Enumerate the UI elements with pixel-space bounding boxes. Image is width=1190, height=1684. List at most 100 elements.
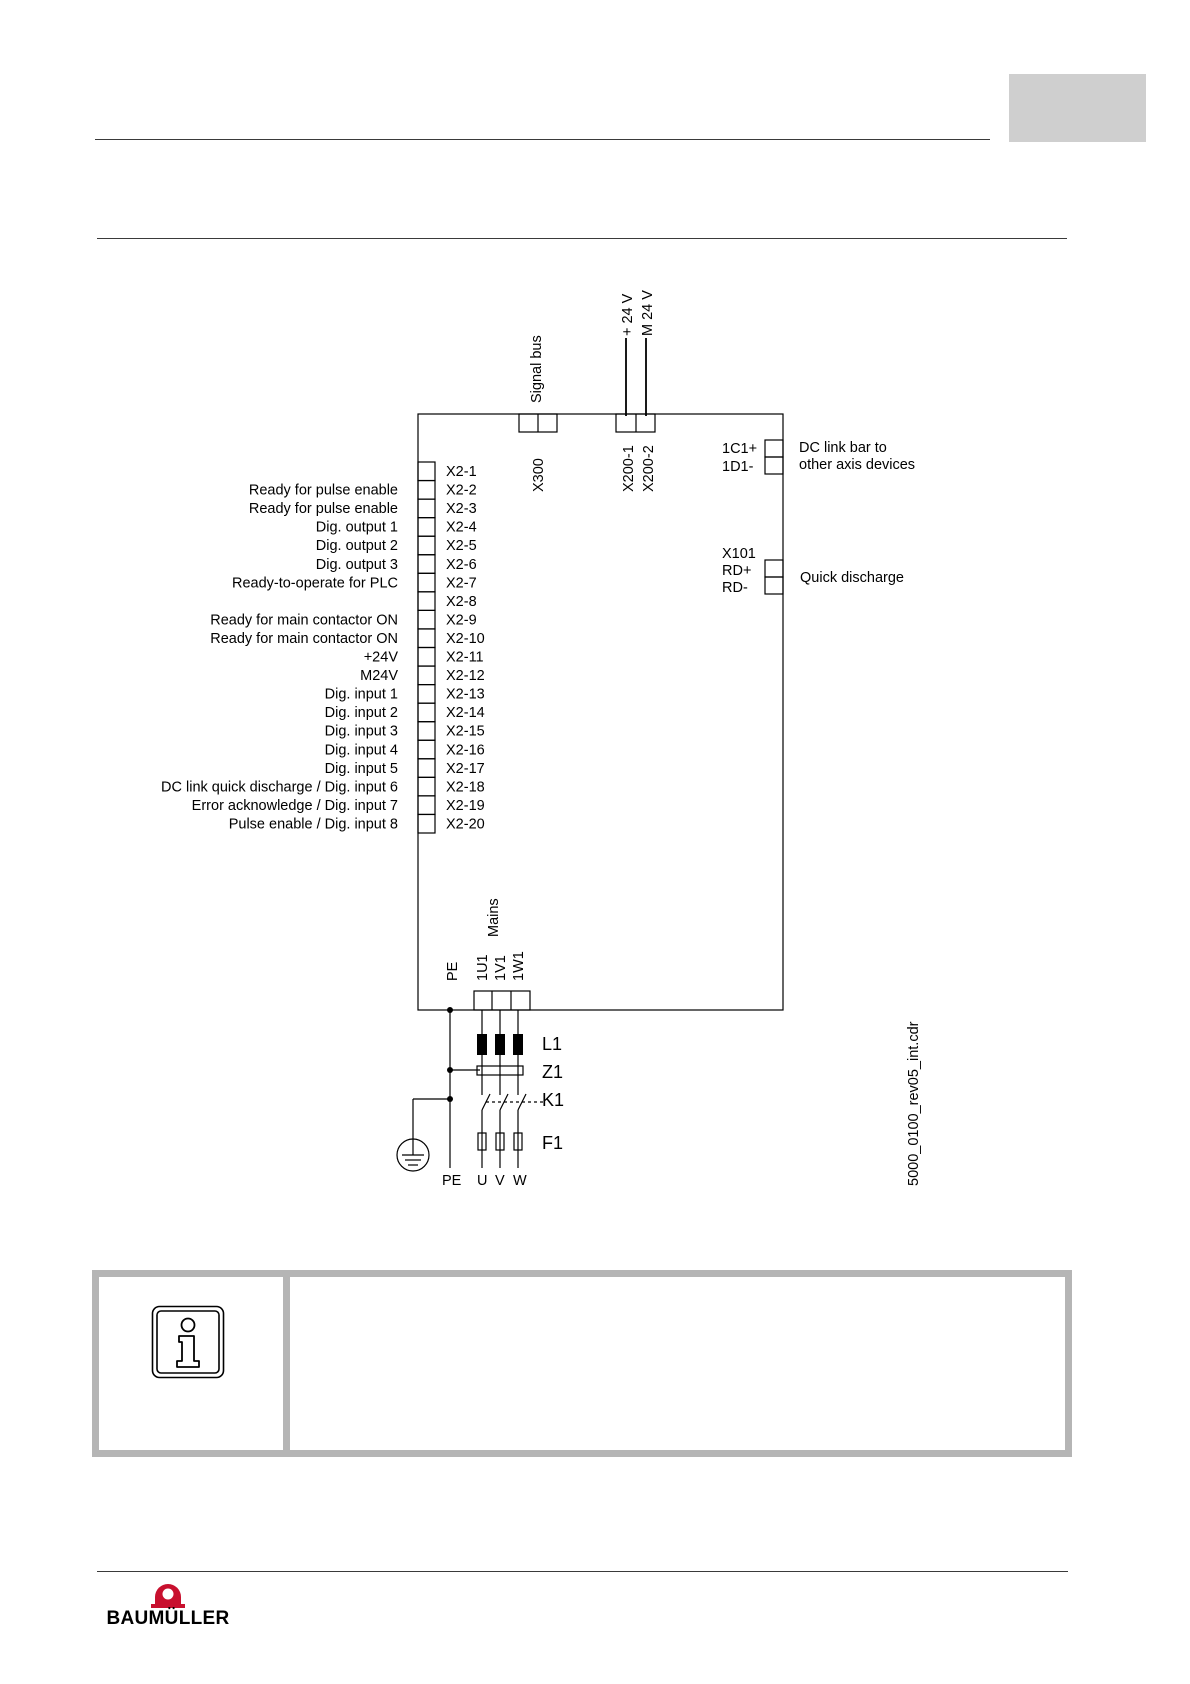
- x2-terminal-box: [417, 479, 436, 500]
- x2-terminal-box: [417, 591, 436, 611]
- info-icon: [151, 1305, 225, 1379]
- logo-text: BAUMÜLLER: [106, 1608, 230, 1629]
- rd-minus-label: RD-: [722, 580, 748, 596]
- f1-label: F1: [542, 1133, 563, 1153]
- x2-terminal-box: [417, 795, 436, 816]
- x101-label: X101: [722, 546, 756, 562]
- x2-pin-label: X2-7: [446, 575, 477, 591]
- ground-symbol: [396, 1138, 430, 1172]
- x2-signal-label: Ready for pulse enable: [249, 483, 398, 499]
- x2-signal-label: Dig. input 5: [325, 761, 398, 777]
- x2-terminal-box: [417, 572, 436, 593]
- x2-pin-label: X2-18: [446, 779, 485, 795]
- x2-pin-label: X2-3: [446, 501, 477, 517]
- x2-terminal-box: [417, 683, 436, 704]
- x2-terminal-box: [417, 554, 436, 574]
- x2-pin-label: X2-20: [446, 816, 485, 832]
- x2-pin-label: X2-4: [446, 520, 477, 536]
- x2-signal-label: Dig. output 3: [316, 557, 398, 573]
- quick-discharge-terminal-2: [764, 576, 784, 595]
- x2-signal-label: Dig. input 4: [325, 742, 398, 758]
- x2-terminal-box: [417, 461, 436, 482]
- section-rule: [97, 238, 1067, 239]
- x2-terminal-box: [417, 628, 436, 649]
- m-24v-label: M 24 V: [640, 290, 656, 336]
- quick-discharge-label: Quick discharge: [800, 570, 904, 586]
- x300-label: X300: [531, 458, 547, 492]
- x2-signal-label: Dig. input 1: [325, 687, 398, 703]
- x2-pin-label: X2-16: [446, 742, 485, 758]
- dc-link-terminal-2: [764, 456, 784, 475]
- rd-plus-label: RD+: [722, 563, 751, 579]
- phase-1v1-label: 1V1: [493, 955, 509, 981]
- x2-signal-label: Dig. input 3: [325, 724, 398, 740]
- quick-discharge-terminal-1: [764, 559, 784, 578]
- x2-signal-label: Ready for main contactor ON: [210, 631, 398, 647]
- x2-signal-label: M24V: [360, 668, 398, 684]
- x2-pin-label: X2-1: [446, 464, 477, 480]
- f1-fuse-u: [477, 1132, 487, 1151]
- x2-pin-label: X2-11: [446, 650, 484, 666]
- x200-2-label: X200-2: [641, 445, 657, 492]
- x2-pin-label: X2-8: [446, 594, 477, 610]
- x2-terminal-box: [417, 535, 436, 556]
- baumueller-logo: BAUMÜLLER: [95, 1582, 241, 1629]
- x2-signal-label: DC link quick discharge / Dig. input 6: [161, 779, 398, 795]
- x2-signal-label: Error acknowledge / Dig. input 7: [192, 798, 398, 814]
- x2-terminal-box: [417, 517, 436, 537]
- x2-signal-label: Ready-to-operate for PLC: [232, 575, 398, 591]
- signal-bus-label: Signal bus: [529, 335, 545, 403]
- x2-pin-label: X2-13: [446, 687, 485, 703]
- x2-pin-label: X2-10: [446, 631, 485, 647]
- x2-terminal-box: [417, 609, 436, 630]
- dc-link-terminal-2-label: 1D1-: [722, 459, 754, 475]
- x2-terminal-box: [417, 758, 436, 778]
- x200-1-label: X200-1: [621, 445, 637, 492]
- l1-choke-v: [495, 1034, 505, 1055]
- plus-24v-label: + 24 V: [620, 293, 636, 336]
- header-rule: [95, 139, 990, 140]
- x2-pin-label: X2-6: [446, 557, 477, 573]
- k1-label: K1: [542, 1090, 564, 1110]
- x2-terminal-box: [417, 498, 436, 519]
- logo-mark: [151, 1584, 185, 1608]
- l1-choke-u: [477, 1034, 487, 1055]
- x2-signal-label: Ready for pulse enable: [249, 501, 398, 517]
- x2-terminal-box: [417, 665, 436, 686]
- l1-choke-w: [513, 1034, 523, 1055]
- dc-link-terminal-1: [764, 439, 784, 458]
- x2-pin-label: X2-15: [446, 724, 485, 740]
- x2-terminal-box: [417, 646, 436, 667]
- z1-filter: [476, 1065, 524, 1076]
- w-label: W: [513, 1173, 527, 1189]
- footer-rule: [97, 1571, 1068, 1572]
- x2-terminal-box: [417, 739, 436, 760]
- x2-pin-label: X2-9: [446, 612, 477, 628]
- x2-pin-label: X2-17: [446, 761, 485, 777]
- u-label: U: [477, 1173, 487, 1189]
- f1-fuse-v: [495, 1132, 505, 1151]
- x2-pin-label: X2-12: [446, 668, 485, 684]
- info-note: [92, 1270, 1072, 1457]
- chapter-tab: [1009, 74, 1146, 142]
- x2-signal-label: Dig. output 2: [316, 538, 398, 554]
- f1-fuse-w: [513, 1132, 523, 1151]
- x2-pin-label: X2-14: [446, 705, 485, 721]
- x2-pin-label: X2-5: [446, 538, 477, 554]
- x2-pin-label: X2-2: [446, 483, 477, 499]
- pe-top-label: PE: [445, 961, 461, 981]
- x2-terminal-box: [417, 721, 436, 741]
- x2-signal-label: Ready for main contactor ON: [210, 612, 398, 628]
- l1-label: L1: [542, 1034, 562, 1054]
- x2-signal-label: +24V: [364, 650, 399, 666]
- x2-pin-label: X2-19: [446, 798, 485, 814]
- v-label: V: [495, 1173, 505, 1189]
- dc-link-label-line-2: other axis devices: [799, 457, 915, 473]
- figure-id: 5000_0100_rev05_int.cdr: [906, 1021, 922, 1186]
- info-icon-cell: [99, 1277, 290, 1450]
- pe-bottom-label: PE: [442, 1173, 462, 1189]
- x2-signal-label: Pulse enable / Dig. input 8: [229, 816, 398, 832]
- dc-link-terminal-1-label: 1C1+: [722, 441, 757, 457]
- phase-1u1-label: 1U1: [475, 954, 491, 981]
